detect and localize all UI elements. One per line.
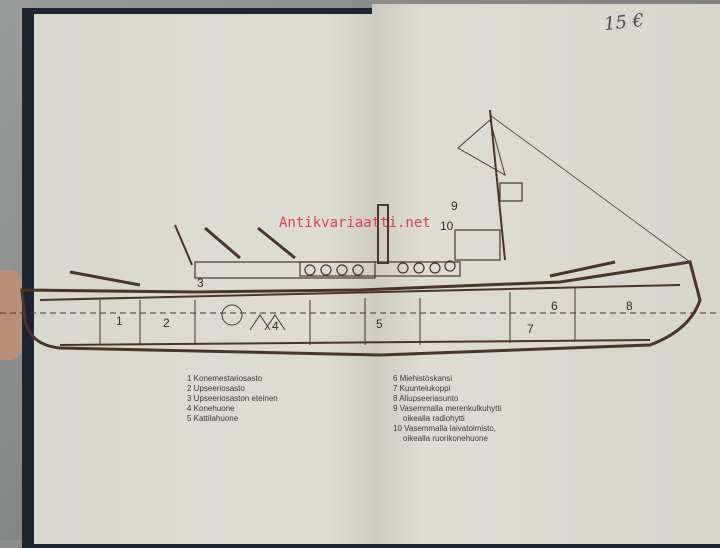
mast — [489, 109, 506, 261]
gun — [204, 226, 241, 260]
label-8: 8 — [626, 299, 633, 313]
legend-item: 10 Vasemmalla laivatoimisto, — [393, 424, 497, 433]
hand — [0, 270, 22, 360]
price-note: 15 € — [603, 9, 646, 36]
label-1: 1 — [116, 314, 123, 328]
bridge — [454, 229, 501, 261]
legend-item: 1 Konemestariosasto — [187, 374, 263, 383]
label-10: 10 — [440, 219, 454, 233]
label-7: 7 — [527, 322, 534, 336]
legend-item: 3 Upseeriosaston eteinen — [187, 394, 278, 403]
label-2: 2 — [163, 316, 170, 330]
superstructure — [194, 261, 376, 279]
hull — [20, 260, 702, 357]
legend-item: 6 Miehistöskansi — [393, 374, 453, 383]
legend-item: 5 Kattilahuone — [187, 414, 239, 423]
label-9: 9 — [451, 199, 458, 213]
legend-left: 1 Konemestariosasto 2 Upseeriosasto 3 Up… — [187, 374, 278, 424]
legend-item: 2 Upseeriosasto — [187, 384, 245, 393]
legend-item: oikealla radiohytti — [403, 414, 465, 423]
legend-item: 9 Vasemmalla merenkulkuhytti — [393, 404, 502, 413]
portholes — [304, 260, 456, 276]
deck-line — [39, 284, 681, 301]
legend-item: 8 Aliupseeriasunto — [393, 394, 459, 403]
label-5: 5 — [376, 317, 383, 331]
legend-item: 4 Konehuone — [187, 404, 235, 413]
watermark: Antikvariaatti.net — [279, 215, 431, 231]
label-4: 4 — [272, 319, 279, 333]
legend-item: 7 Kuuntelukoppi — [393, 384, 451, 393]
left-page — [34, 14, 374, 544]
label-6: 6 — [551, 299, 558, 313]
legend-right: 6 Miehistöskansi 7 Kuuntelukoppi 8 Aliup… — [393, 374, 501, 444]
funnel — [377, 204, 389, 264]
legend-item: oikealla ruorikonehuone — [403, 434, 488, 443]
right-page — [372, 4, 720, 544]
label-3: 3 — [197, 276, 204, 290]
